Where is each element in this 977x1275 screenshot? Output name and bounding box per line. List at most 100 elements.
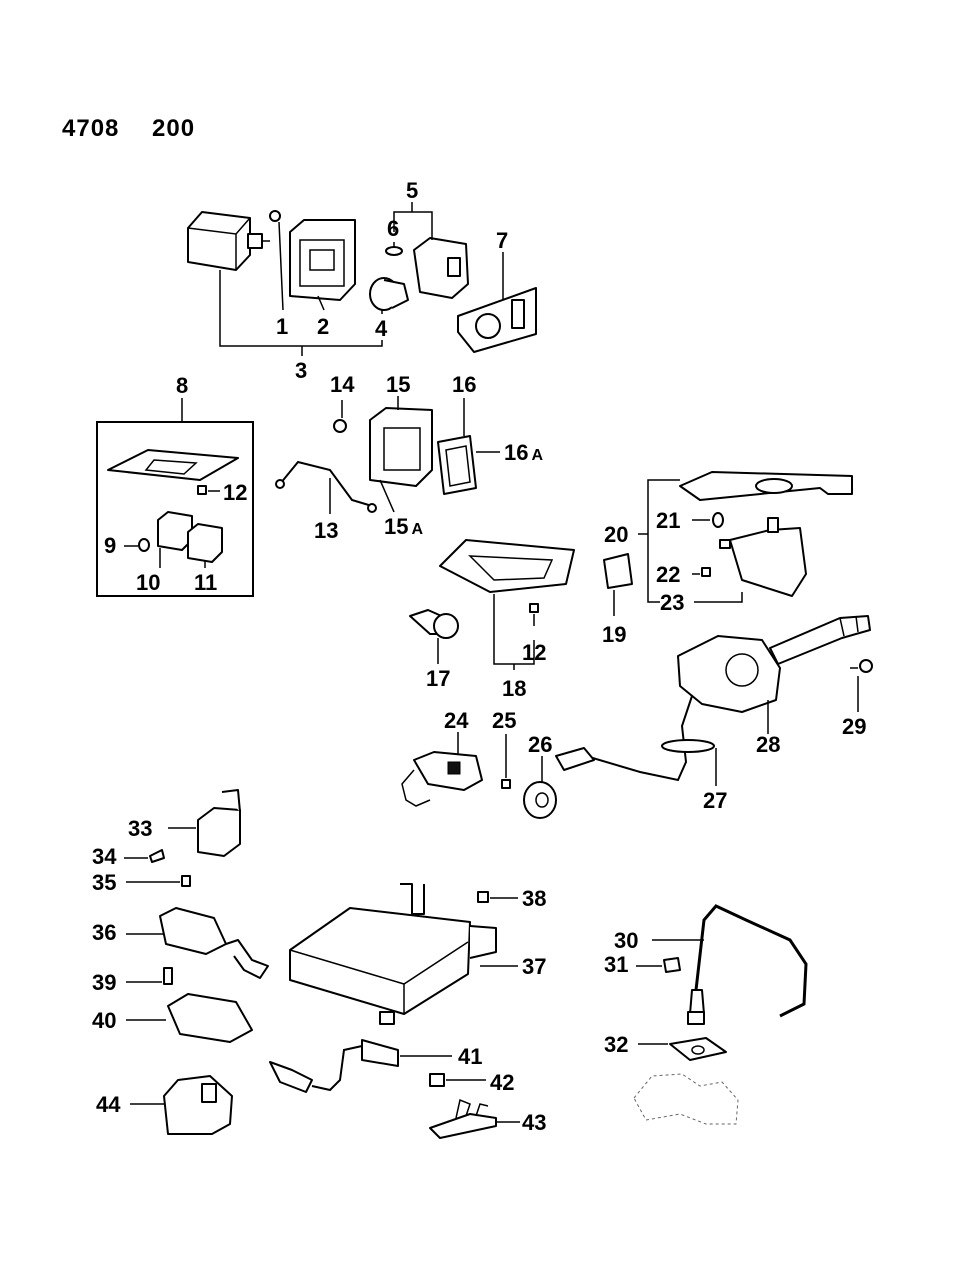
part-40-module-illustration	[167, 993, 253, 1043]
leader-1	[278, 221, 284, 311]
part-29-screw-illustration	[850, 659, 873, 673]
part-20-console-illustration	[679, 471, 853, 501]
part-14-bulb-illustration	[333, 419, 347, 433]
part-17-lighter-illustration	[409, 609, 459, 639]
part-switch-body-illustration	[187, 211, 270, 271]
callout-39: 39	[92, 970, 116, 995]
part-37-control-unit-illustration	[289, 883, 497, 1025]
part-23-shifter-illustration	[719, 517, 807, 597]
part-30-oxygen-sensor-illustration	[687, 904, 808, 1025]
callout-30: 30	[614, 928, 638, 953]
callout-9: 9	[104, 533, 116, 558]
callout-5: 5	[406, 178, 418, 203]
callout-18: 18	[502, 676, 526, 701]
part-28-combination-switch-illustration	[677, 615, 871, 713]
callout-31: 31	[604, 952, 628, 977]
callout-6: 6	[387, 216, 399, 241]
part-32-gasket-illustration	[669, 1037, 727, 1061]
callout-42: 42	[490, 1070, 514, 1095]
callout-10: 10	[136, 570, 160, 595]
part-8-mat-illustration	[107, 449, 239, 481]
group-number: 200	[152, 115, 195, 142]
callout-34: 34	[92, 844, 117, 869]
part-33-relay-illustration	[197, 789, 241, 857]
part-41-sensor-illustration	[269, 1039, 399, 1093]
callout-11: 11	[194, 570, 217, 595]
callout-43: 43	[522, 1110, 546, 1135]
part-36-sensor-illustration	[159, 907, 269, 979]
callout-1: 1	[276, 314, 288, 339]
callout-40: 40	[92, 1008, 116, 1033]
part-11-relay-illustration	[187, 523, 223, 563]
callout-12a: 12	[223, 480, 247, 505]
part-26-horn-illustration	[523, 781, 557, 819]
callout-19: 19	[602, 622, 626, 647]
callout-15: 15	[386, 372, 410, 397]
callout-33: 33	[128, 816, 152, 841]
part-10-relay-illustration	[157, 511, 193, 551]
leader-15a	[379, 479, 395, 513]
callout-2: 2	[317, 314, 329, 339]
part-43-bracket-illustration	[429, 1098, 497, 1139]
exhaust-manifold-phantom-illustration	[633, 1073, 739, 1125]
part-2-bezel-illustration	[289, 219, 356, 301]
part-27-harness-illustration	[555, 695, 715, 782]
callout-13: 13	[314, 518, 338, 543]
part-22-screw-illustration	[701, 567, 711, 577]
callout-27: 27	[703, 788, 727, 813]
part-35-screw-illustration	[181, 875, 191, 887]
leader-3-bracket	[219, 270, 383, 347]
part-5-switch-illustration	[413, 237, 469, 299]
catalog-number: 4708	[62, 115, 119, 142]
callout-24: 24	[444, 708, 469, 733]
leader-20-bracket	[647, 479, 680, 603]
leader-5-bracket	[393, 211, 433, 240]
part-15-bezel-illustration	[369, 407, 433, 487]
callout-26: 26	[528, 732, 552, 757]
callout-3: 3	[295, 358, 307, 383]
part-12-screw-illustration	[529, 603, 539, 613]
part-1-clip-illustration	[269, 210, 281, 222]
callout-38: 38	[522, 886, 546, 911]
callout-21: 21	[656, 508, 680, 533]
part-39-screw-illustration	[163, 967, 173, 985]
part-19-relay-illustration	[603, 553, 633, 589]
part-21-bulb-illustration	[712, 512, 724, 528]
callout-20: 20	[604, 522, 628, 547]
part-34-clip-illustration	[149, 849, 165, 863]
callout-28: 28	[756, 732, 780, 757]
part-7-panel-illustration	[457, 287, 537, 353]
callout-37: 37	[522, 954, 546, 979]
part-6-bulb-illustration	[385, 246, 403, 256]
part-44-module-illustration	[163, 1075, 233, 1135]
part-42-nut-illustration	[429, 1073, 445, 1087]
part-12-clip-illustration	[197, 485, 207, 495]
part-18-tray-illustration	[439, 539, 575, 593]
callout-23: 23	[660, 590, 684, 615]
callout-14: 14	[330, 372, 355, 397]
part-8-kit-box	[96, 421, 254, 597]
part-38-screw-illustration	[477, 891, 489, 903]
callout-4: 4	[375, 316, 388, 341]
part-24-sensor-illustration	[401, 751, 483, 807]
leader-23	[694, 592, 743, 603]
callout-36: 36	[92, 920, 116, 945]
callout-7: 7	[496, 228, 508, 253]
part-13-harness-illustration	[275, 460, 377, 513]
callout-22: 22	[656, 562, 680, 587]
callout-8: 8	[176, 373, 188, 398]
leader-2	[317, 295, 325, 311]
callout-35: 35	[92, 870, 116, 895]
callout-32: 32	[604, 1032, 628, 1057]
callout-29: 29	[842, 714, 866, 739]
callout-16: 16	[452, 372, 476, 397]
part-31-nut-illustration	[663, 957, 681, 973]
part-16-lens-illustration	[437, 435, 477, 495]
callout-41: 41	[458, 1044, 482, 1069]
part-4-knob-illustration	[369, 277, 409, 311]
part-25-screw-illustration	[501, 779, 511, 789]
callout-17: 17	[426, 666, 450, 691]
